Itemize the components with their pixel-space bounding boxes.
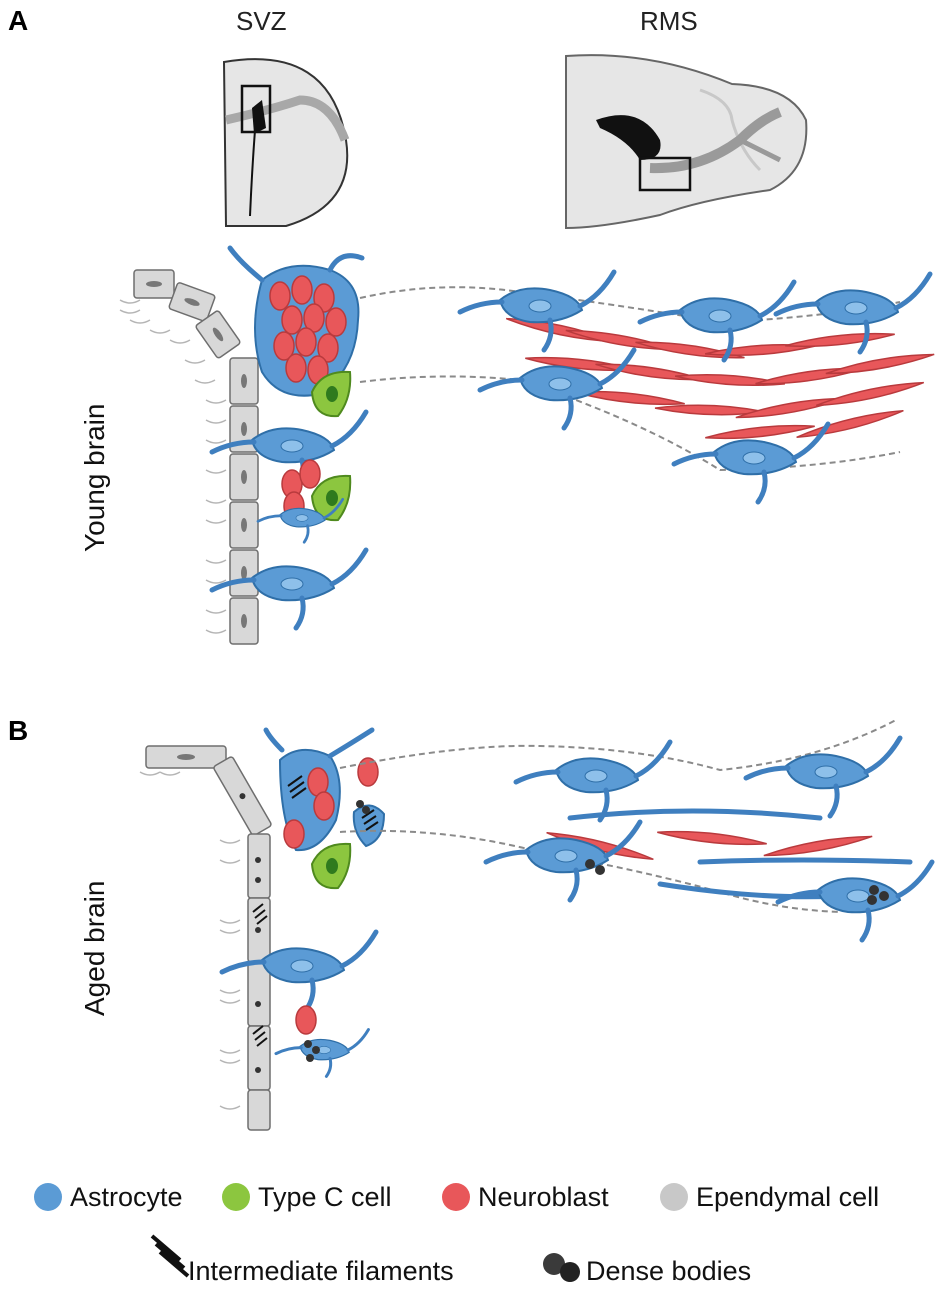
legend-item-dense-bodies: Dense bodies <box>543 1253 751 1286</box>
svz-inset-box <box>240 84 272 134</box>
young-brain-label: Young brain <box>79 404 110 552</box>
dense-bodies-icon <box>543 1253 580 1282</box>
aged-svz-niche <box>222 727 386 1078</box>
ependymal-cell-swatch <box>660 1183 688 1211</box>
legend-item-neuroblast: Neuroblast <box>442 1182 609 1212</box>
coronal-section-illustration <box>222 58 350 227</box>
young-ependymal-layer <box>119 269 259 645</box>
legend-label-neuroblast: Neuroblast <box>478 1182 609 1212</box>
legend-item-astrocyte: Astrocyte <box>34 1182 183 1212</box>
neuroblast-swatch <box>442 1183 470 1211</box>
legend-item-intermediate-filaments: Intermediate filaments <box>150 1234 454 1286</box>
rms-title: RMS <box>640 6 698 36</box>
aged-brain-label: Aged brain <box>79 881 110 1016</box>
legend-label-intermediate-filaments: Intermediate filaments <box>188 1256 454 1286</box>
intermediate-filaments-icon <box>150 1234 190 1278</box>
aged-rms-migratory-stream <box>486 738 932 940</box>
rms-inset-box <box>638 156 692 192</box>
astrocyte-swatch <box>34 1183 62 1211</box>
young-svz-niche <box>212 245 366 628</box>
type-c-cell-swatch <box>222 1183 250 1211</box>
legend-label-type-c-cell: Type C cell <box>258 1182 392 1212</box>
legend: Astrocyte Type C cell Neuroblast Ependym… <box>34 1182 879 1286</box>
legend-label-astrocyte: Astrocyte <box>70 1182 183 1212</box>
sagittal-section-illustration <box>565 54 808 230</box>
aged-rms-boundary-top <box>339 719 897 772</box>
legend-label-ependymal-cell: Ependymal cell <box>696 1182 879 1212</box>
aged-ependymal-layer <box>139 745 272 1131</box>
legend-label-dense-bodies: Dense bodies <box>586 1256 751 1286</box>
young-rms-boundary-bottom <box>359 375 901 472</box>
panel-b-letter: B <box>8 715 28 746</box>
panel-a-letter: A <box>8 5 28 36</box>
young-rms-migratory-stream <box>460 272 936 502</box>
svz-title: SVZ <box>236 6 287 36</box>
legend-item-ependymal-cell: Ependymal cell <box>660 1182 879 1212</box>
aged-rms-boundary-bottom <box>339 829 841 913</box>
legend-item-type-c-cell: Type C cell <box>222 1182 392 1212</box>
